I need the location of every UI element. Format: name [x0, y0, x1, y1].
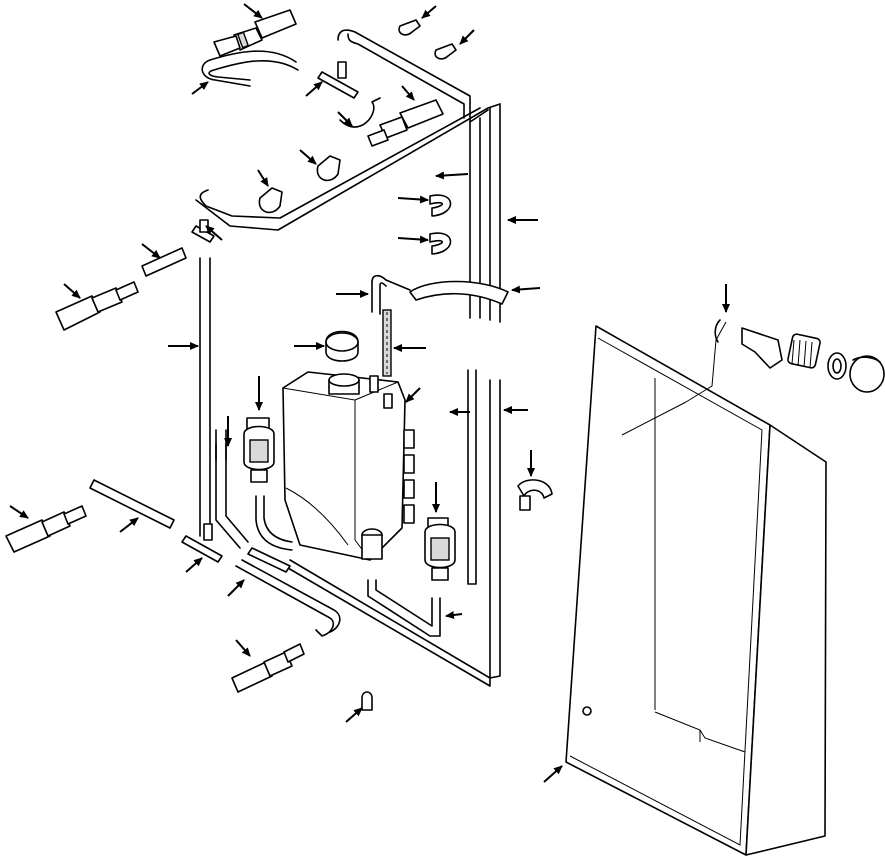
arrow-icon — [185, 557, 203, 573]
arrow-icon — [191, 81, 209, 95]
arrow-icon — [421, 5, 437, 19]
callout-arrows — [9, 3, 730, 783]
nozzle-bottom — [231, 643, 305, 693]
hoses — [89, 29, 501, 687]
arrow-icon — [459, 29, 475, 45]
arrow-icon — [243, 3, 263, 19]
level-tube — [382, 309, 392, 377]
arrow-icon — [257, 169, 269, 187]
washer-pump-left — [243, 417, 275, 483]
arrow-icon — [205, 225, 223, 241]
arrow-icon — [345, 707, 363, 723]
reservoir-cap — [325, 330, 359, 362]
arrow-icon — [299, 149, 317, 165]
arrow-icon — [235, 639, 251, 657]
arrow-icon — [337, 111, 353, 127]
arrow-icon — [543, 765, 563, 783]
arrow-icon — [401, 85, 415, 101]
nozzle-top — [213, 9, 297, 57]
arrow-icon — [397, 195, 429, 204]
cover-panel — [565, 321, 827, 856]
tee-connectors — [181, 61, 359, 573]
panel-hole — [582, 706, 592, 716]
filler-neck-assembly — [714, 319, 885, 393]
arrow-icon — [119, 517, 139, 533]
arrow-icon — [397, 235, 429, 244]
arrow-icon — [511, 285, 541, 294]
arrow-icon — [227, 579, 245, 597]
arrow-icon — [63, 283, 81, 299]
nozzle-middle — [367, 99, 444, 147]
washer-pump-right — [424, 517, 456, 581]
arrow-icon — [9, 505, 29, 519]
arrow-icon — [435, 171, 469, 180]
washer-reservoir — [282, 371, 415, 561]
arrow-icon — [405, 387, 421, 403]
arrow-icon — [305, 81, 323, 97]
nozzle-left-lower — [5, 505, 87, 553]
nozzle-left-upper — [55, 281, 139, 331]
clips — [258, 19, 553, 711]
arrow-icon — [445, 611, 463, 619]
arrow-icon — [141, 243, 161, 259]
